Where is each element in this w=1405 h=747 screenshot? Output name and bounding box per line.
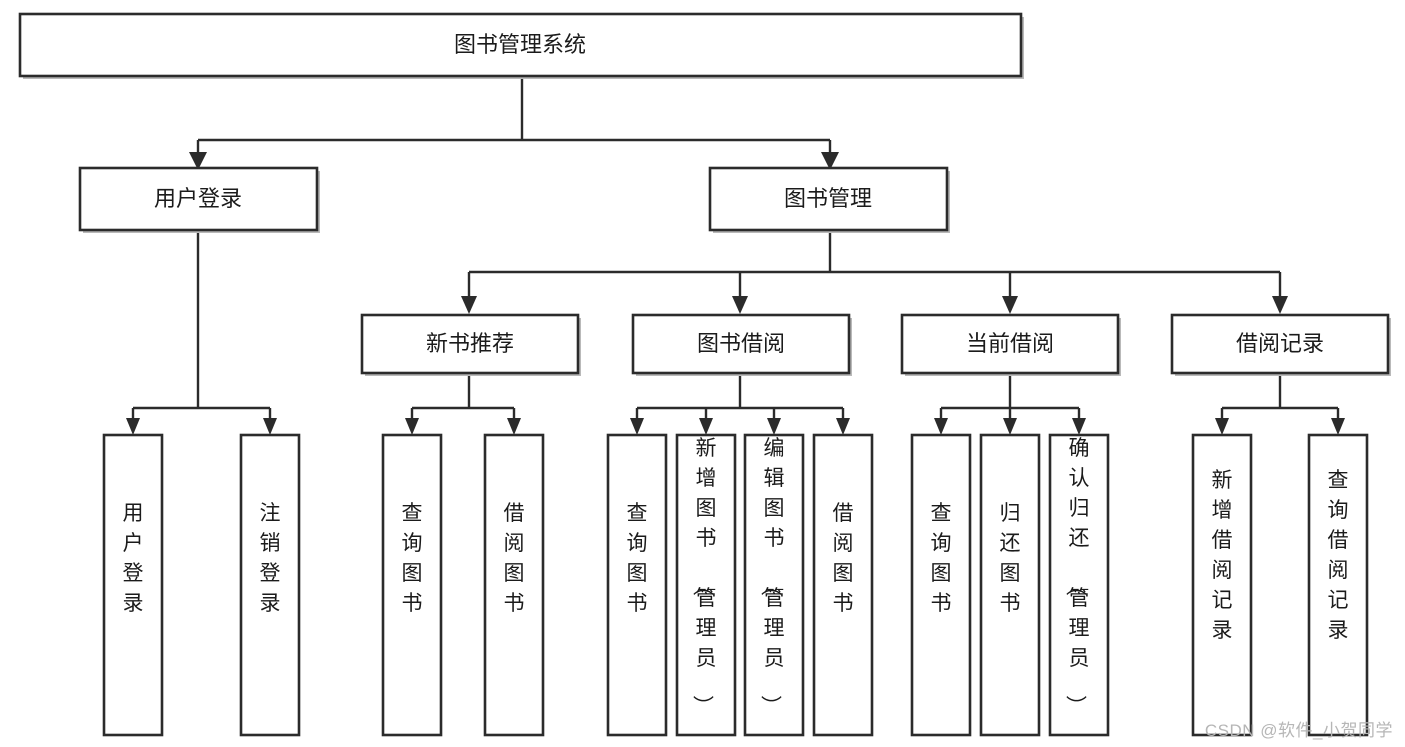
leaf-add-book-admin-box xyxy=(675,433,737,737)
arrow-head-leaf-borrow-book-1 xyxy=(507,418,521,435)
leaf-query-book-1-box xyxy=(381,433,443,737)
book-borrow-label: 图书借阅 xyxy=(697,331,785,356)
leaf-borrow-book-1[interactable]: 借阅图书 xyxy=(483,433,545,737)
leaf-add-borrow-record-box xyxy=(1191,433,1253,737)
leaf-query-book-1-label: 查询图书 xyxy=(402,502,423,615)
current-borrow-box xyxy=(900,313,1120,375)
leaf-return-book-label: 归还图书 xyxy=(1000,502,1021,615)
root-label: 图书管理系统 xyxy=(454,32,586,57)
leaf-user-login[interactable]: 用户登录 xyxy=(102,433,164,737)
arrow-head-leaf-edit-book-admin xyxy=(767,418,781,435)
arrow-head-book-management xyxy=(821,152,839,170)
node-user-login[interactable]: 用户登录 xyxy=(78,166,320,233)
leaf-query-book-2[interactable]: 查询图书 xyxy=(606,433,668,737)
leaf-borrow-book-2[interactable]: 借阅图书 xyxy=(812,433,874,737)
node-book-management[interactable]: 图书管理 xyxy=(708,166,950,233)
arrow-head-leaf-query-book-3 xyxy=(934,418,948,435)
leaf-query-book-1[interactable]: 查询图书 xyxy=(381,433,443,737)
arrow-head-leaf-query-borrow-record xyxy=(1331,418,1345,435)
leaf-logout-login-label: 注销登录 xyxy=(260,502,281,615)
arrow-head-leaf-user-login xyxy=(126,418,140,435)
leaf-return-book-box xyxy=(979,433,1041,737)
connectors-layer xyxy=(126,79,1345,435)
book-borrow-box xyxy=(631,313,851,375)
arrow-head-leaf-query-book-2 xyxy=(630,418,644,435)
leaf-logout-login-box xyxy=(239,433,301,737)
leaf-add-book-admin[interactable]: 新增图书（管理员） xyxy=(675,433,737,737)
leaf-query-book-3-box xyxy=(910,433,972,737)
current-borrow-label: 当前借阅 xyxy=(966,331,1054,356)
leaf-add-book-admin-label: 新增图书（管理员） xyxy=(691,437,717,716)
borrow-record-label: 借阅记录 xyxy=(1236,331,1324,356)
user-login-box xyxy=(78,166,319,232)
csdn-watermark: CSDN @软件_小贺同学 xyxy=(1204,721,1393,740)
arrow-head-leaf-add-borrow-record xyxy=(1215,418,1229,435)
leaf-query-borrow-record-box xyxy=(1307,433,1369,737)
arrow-head-leaf-borrow-book-2 xyxy=(836,418,850,435)
leaf-logout-login[interactable]: 注销登录 xyxy=(239,433,301,737)
leaf-user-login-box xyxy=(102,433,164,737)
arrow-head-leaf-confirm-return-admin xyxy=(1072,418,1086,435)
leaf-add-borrow-record[interactable]: 新增借阅记录 xyxy=(1191,433,1253,737)
leaf-confirm-return-admin-label: 确认归还（管理员） xyxy=(1064,437,1090,716)
arrow-head-new-book-recommend xyxy=(461,296,477,314)
new-book-recommend-box xyxy=(360,313,580,375)
leaf-query-book-2-label: 查询图书 xyxy=(627,502,648,615)
new-book-recommend-label: 新书推荐 xyxy=(426,331,514,356)
leaf-query-book-2-box xyxy=(606,433,668,737)
arrow-head-current-borrow xyxy=(1002,296,1018,314)
arrow-head-borrow-record xyxy=(1272,296,1288,314)
book-management-label: 图书管理 xyxy=(784,186,872,211)
arrow-head-user-login xyxy=(189,152,207,170)
leaf-borrow-book-2-box xyxy=(812,433,874,737)
leaf-borrow-book-1-box xyxy=(483,433,545,737)
arrow-head-leaf-return-book xyxy=(1003,418,1017,435)
root-box xyxy=(18,12,1023,78)
book-management-box xyxy=(708,166,949,232)
arrow-head-book-borrow xyxy=(732,296,748,314)
leaf-query-borrow-record-label: 查询借阅记录 xyxy=(1328,469,1349,642)
node-current-borrow[interactable]: 当前借阅 xyxy=(900,313,1121,376)
leaf-user-login-label: 用户登录 xyxy=(123,502,144,615)
leaf-borrow-book-2-label: 借阅图书 xyxy=(833,502,854,615)
borrow-record-box xyxy=(1170,313,1390,375)
leaf-edit-book-admin-label: 编辑图书（管理员） xyxy=(759,437,785,716)
node-borrow-record[interactable]: 借阅记录 xyxy=(1170,313,1391,376)
leaf-add-borrow-record-label: 新增借阅记录 xyxy=(1212,469,1233,642)
arrow-head-leaf-add-book-admin xyxy=(699,418,713,435)
leaf-edit-book-admin-box xyxy=(743,433,805,737)
leaf-confirm-return-admin-box xyxy=(1048,433,1110,737)
node-book-borrow[interactable]: 图书借阅 xyxy=(631,313,852,376)
node-root-book-management-system[interactable]: 图书管理系统 xyxy=(18,12,1024,79)
leaf-borrow-book-1-label: 借阅图书 xyxy=(504,502,525,615)
arrow-head-leaf-query-book-1 xyxy=(405,418,419,435)
leaf-query-borrow-record[interactable]: 查询借阅记录 xyxy=(1307,433,1369,737)
leaf-confirm-return-admin[interactable]: 确认归还（管理员） xyxy=(1048,433,1110,737)
user-login-label: 用户登录 xyxy=(154,186,242,211)
node-new-book-recommend[interactable]: 新书推荐 xyxy=(360,313,581,376)
arrow-head-leaf-logout-login xyxy=(263,418,277,435)
leaf-query-book-3[interactable]: 查询图书 xyxy=(910,433,972,737)
leaf-return-book[interactable]: 归还图书 xyxy=(979,433,1041,737)
leaf-query-book-3-label: 查询图书 xyxy=(931,502,952,615)
leaf-edit-book-admin[interactable]: 编辑图书（管理员） xyxy=(743,433,805,737)
